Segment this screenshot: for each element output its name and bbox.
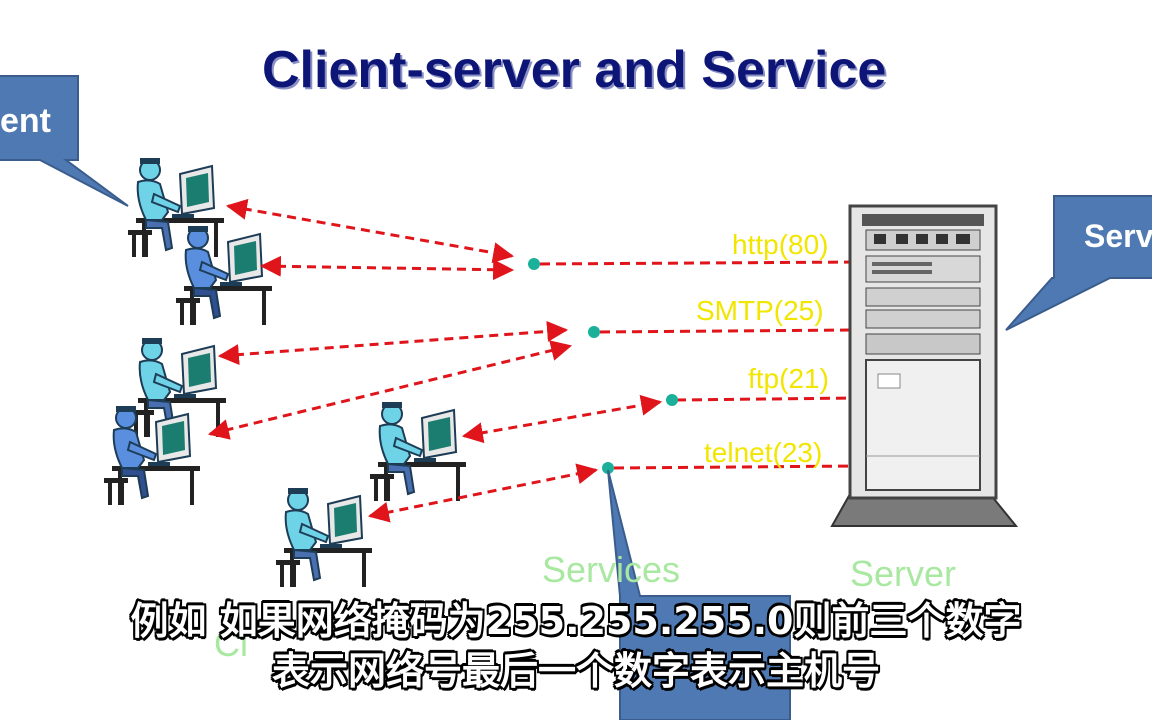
arrow-client3-smtp	[217, 320, 569, 366]
subtitle-line-2: 表示网络号最后一个数字表示主机号	[271, 649, 880, 693]
arrow-client2-http	[259, 255, 515, 281]
arrow-client4-smtp	[207, 340, 573, 440]
server-callout-label: Serv	[1084, 218, 1152, 254]
subtitle-line-1: 例如 如果网络掩码为255.255.255.0则前三个数字	[130, 599, 1022, 643]
connection-arrows	[207, 198, 663, 523]
service-dot-ftp	[666, 394, 678, 406]
slide-title: Client-server and Service	[262, 41, 887, 99]
arrow-client5-ftp	[461, 394, 663, 444]
port-labels: http(80) SMTP(25) ftp(21) telnet(23)	[696, 229, 829, 468]
server-callout: Serv	[1005, 195, 1152, 331]
port-label-telnet: telnet(23)	[704, 437, 822, 468]
port-label-smtp: SMTP(25)	[696, 295, 824, 326]
client-computer-2	[175, 225, 273, 326]
client-computer-6	[275, 487, 373, 588]
arrow-client6-telnet	[367, 463, 599, 523]
service-line-http	[539, 260, 859, 266]
client-label-partial: Cl	[214, 623, 248, 664]
client-computer-5	[369, 401, 467, 502]
server-label: Server	[850, 553, 956, 594]
service-line-telnet	[613, 464, 859, 470]
services-callout	[607, 469, 791, 720]
service-line-ftp	[675, 396, 859, 402]
service-dot-telnet	[602, 462, 614, 474]
service-dot-http	[528, 258, 540, 270]
client-callout: ent	[0, 75, 129, 207]
service-line-smtp	[599, 328, 859, 334]
services-label: Services	[542, 549, 680, 590]
client-computer-1	[127, 157, 225, 258]
service-dot-smtp	[588, 326, 600, 338]
client-computer-4	[103, 405, 201, 506]
bottom-labels: Services Server Cl	[214, 549, 956, 664]
client-callout-label: ent	[0, 102, 51, 140]
port-label-http: http(80)	[732, 229, 829, 260]
service-lines	[539, 260, 859, 470]
arrow-client1-http	[225, 198, 515, 264]
server-rack	[830, 204, 1019, 527]
port-label-ftp: ftp(21)	[748, 363, 829, 394]
